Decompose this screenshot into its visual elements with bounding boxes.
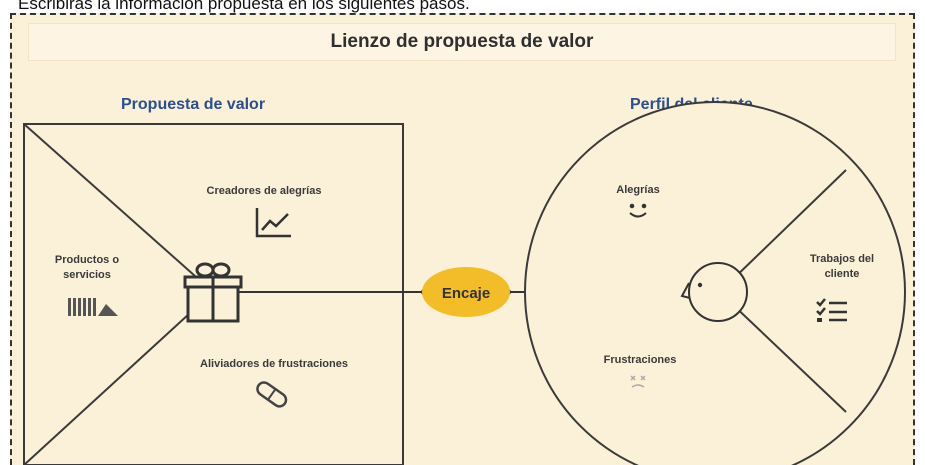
checklist-icon — [816, 298, 847, 322]
instruction-text: Escribirás la información propuesta en l… — [18, 0, 470, 13]
products-stack-icon — [68, 298, 118, 316]
jobs-label-line1: Trabajos del — [810, 253, 874, 265]
pill-icon — [256, 381, 288, 408]
products-label-line1: Productos o — [55, 254, 119, 266]
jobs-label-line2: cliente — [825, 268, 860, 280]
products-label-line2: servicios — [63, 269, 111, 281]
gift-icon — [183, 262, 243, 323]
fit-badge: Encaje — [422, 267, 510, 317]
gains-label: Alegrías — [616, 184, 659, 196]
gain-creators-label: Creadores de alegrías — [207, 185, 322, 197]
frown-icon — [630, 375, 646, 388]
customer-face-icon — [680, 262, 748, 322]
value-proposition-title: Propuesta de valor — [121, 96, 266, 113]
canvas-title: Lienzo de propuesta de valor — [28, 23, 896, 61]
chart-growth-icon — [255, 208, 291, 238]
fit-label: Encaje — [442, 285, 490, 302]
pain-relievers-label: Aliviadores de frustraciones — [200, 358, 348, 370]
pains-label: Frustraciones — [604, 354, 677, 366]
smile-icon — [629, 203, 647, 218]
